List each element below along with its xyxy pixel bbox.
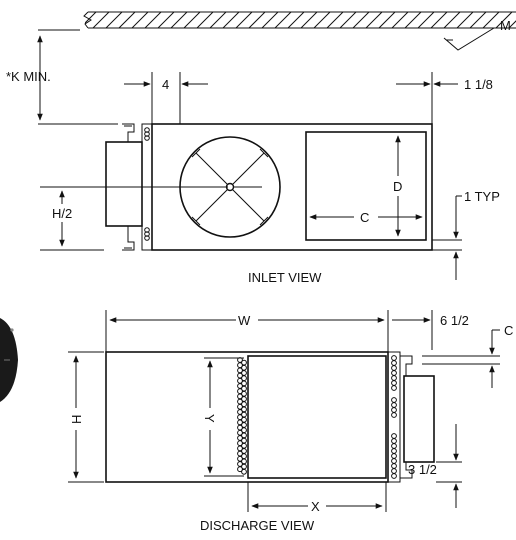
ceiling-leader (443, 27, 495, 51)
dim-4-label: 4 (162, 77, 169, 92)
dim-h-half (40, 190, 104, 251)
inlet-damper (179, 136, 281, 238)
inlet-view (40, 123, 433, 251)
dim-w (105, 310, 389, 352)
inlet-filter-panel (305, 131, 427, 241)
dim-x (247, 482, 387, 516)
discharge-coil-left (237, 357, 247, 475)
dim-1-1-8 (396, 72, 458, 124)
inlet-coil-connectors (144, 127, 150, 241)
dim-3-half-label: 3 1/2 (408, 462, 437, 477)
inlet-motor-box (105, 141, 143, 227)
dim-h-half-label: H/2 (52, 206, 72, 221)
discharge-motor-box (403, 375, 435, 463)
dim-1-typ-label: 1 TYP (464, 189, 500, 204)
discharge-cabinet (105, 351, 389, 483)
inlet-view-caption: INLET VIEW (248, 270, 322, 285)
dim-1-typ (432, 195, 462, 280)
dim-x-label: X (311, 499, 320, 514)
ceiling-marker-label: M (500, 18, 511, 33)
dim-c-right (422, 329, 500, 388)
k-min-dimension (37, 29, 118, 125)
discharge-coil-right-column (387, 351, 401, 483)
dim-y (200, 357, 244, 477)
dim-1-1-8-label: 1 1/8 (464, 77, 493, 92)
discharge-view (105, 351, 435, 483)
ceiling-slab (83, 11, 516, 29)
dim-w-label: W (238, 313, 251, 328)
discharge-opening (247, 355, 387, 479)
dim-6-half-label: 6 1/2 (440, 313, 469, 328)
dim-c-label: C (360, 210, 369, 225)
discharge-view-caption: DISCHARGE VIEW (200, 518, 315, 533)
discharge-coil-right (391, 355, 397, 479)
inlet-flange-top (122, 123, 135, 142)
dim-c-right-label: C (504, 323, 513, 338)
dim-d-label: D (393, 179, 402, 194)
dim-6-half (392, 310, 433, 350)
discharge-flange-top (400, 355, 413, 376)
side-control-panel (0, 318, 18, 402)
dim-h-label: H (69, 415, 84, 424)
inlet-flange-bottom (122, 226, 135, 251)
dim-3-half (436, 424, 462, 508)
dim-y-label: Y (202, 414, 217, 423)
dim-h (68, 351, 104, 483)
dim-4 (124, 72, 208, 124)
discharge-flange-bottom (400, 462, 413, 479)
k-min-label: *K MIN. (6, 69, 51, 84)
